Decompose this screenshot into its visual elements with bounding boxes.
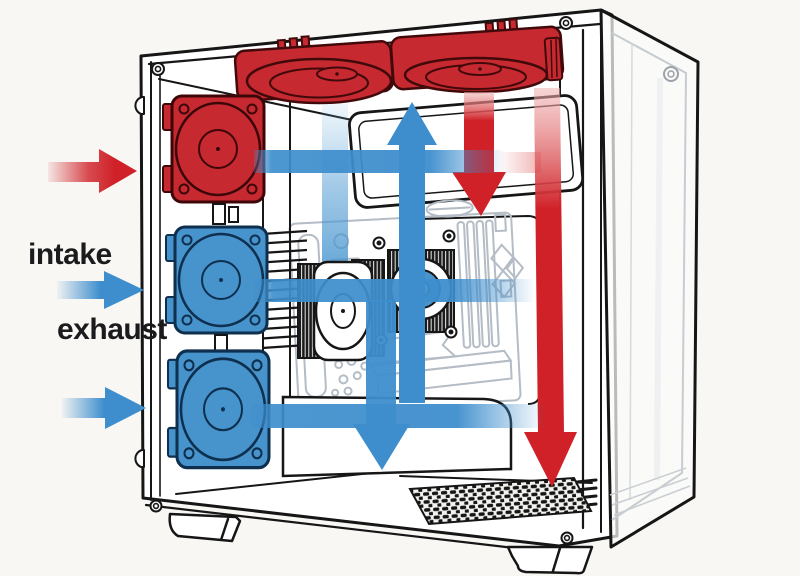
front-hook-bottom (134, 449, 145, 468)
flow-up-arrow (387, 102, 437, 403)
intake-arrow (48, 149, 137, 193)
exhaust-label: exhaust (57, 313, 167, 346)
fan-connector-bottom (214, 334, 228, 352)
front-fan-blue-middle (165, 225, 269, 335)
flow-band-bottom-horizontal (251, 404, 545, 428)
flow-band-rising (322, 104, 348, 264)
blue-flow-bands (251, 102, 545, 470)
decorative-leaf (425, 199, 474, 218)
flow-band-top-horizontal (254, 150, 505, 173)
intake-label: intake (28, 238, 112, 271)
bottom-grille (408, 476, 593, 526)
exhaust-arrow-upper (57, 271, 144, 309)
front-hook-top (134, 96, 145, 115)
flow-down-red-long (524, 88, 577, 487)
flow-band-middle-horizontal (253, 279, 535, 302)
glass-floor-reflection (609, 467, 691, 516)
glass-screw (663, 66, 679, 82)
top-fan-left (233, 35, 395, 105)
front-fan-red (162, 94, 266, 204)
exhaust-arrow-lower (62, 387, 146, 429)
top-fan-right (389, 18, 565, 94)
case-foot-right (506, 545, 594, 575)
case-foot-left (168, 512, 242, 543)
case-screws (149, 16, 574, 545)
front-fan-blue-bottom (167, 349, 271, 470)
fan-connector-top (212, 203, 239, 225)
glass-side-panel (599, 8, 700, 549)
